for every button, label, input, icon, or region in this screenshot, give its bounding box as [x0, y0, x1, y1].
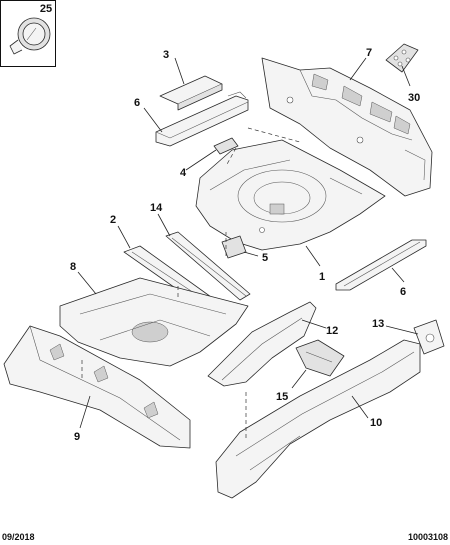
rear-floor-pan-part-1[interactable] — [195, 139, 386, 251]
callout-9: 9 — [74, 431, 80, 443]
callout-14: 14 — [150, 202, 163, 214]
clip-part-4[interactable] — [213, 137, 239, 155]
callout-3: 3 — [163, 49, 169, 61]
front-crossmember-part-9[interactable] — [3, 325, 191, 449]
callout-4: 4 — [180, 167, 187, 179]
side-member-part-12[interactable] — [207, 301, 317, 387]
inset-box-part-25: 25 — [0, 0, 56, 67]
central-floor-panel-part-8[interactable] — [59, 277, 249, 367]
leader-lines — [77, 57, 419, 429]
bracket-part-15[interactable] — [295, 339, 345, 377]
footer-date: 09/2018 — [2, 532, 35, 542]
callout-25: 25 — [40, 3, 52, 15]
callout-10: 10 — [370, 417, 382, 429]
callout-8: 8 — [70, 261, 76, 273]
callout-15: 15 — [276, 391, 288, 403]
grommet-part-30[interactable] — [385, 43, 419, 73]
callout-1: 1 — [319, 271, 325, 283]
callout-5: 5 — [262, 252, 268, 264]
callout-13: 13 — [372, 318, 384, 330]
callout-30: 30 — [408, 92, 420, 104]
plug-part-25[interactable] — [9, 17, 51, 55]
callout-6-upper: 6 — [134, 97, 140, 109]
callout-2: 2 — [110, 214, 116, 226]
callout-7: 7 — [366, 47, 372, 59]
callout-12: 12 — [326, 325, 338, 337]
side-rail-part-6-lower[interactable] — [335, 239, 427, 291]
long-side-rail-part-10[interactable] — [215, 339, 421, 499]
crossmember-part-6-upper[interactable] — [155, 91, 249, 147]
crossmember-part-14[interactable] — [165, 231, 251, 301]
callout-6-lower: 6 — [400, 286, 406, 298]
bracket-part-3[interactable] — [159, 75, 223, 111]
bracket-part-13[interactable] — [413, 319, 445, 355]
rear-panel-part-7[interactable] — [261, 57, 433, 197]
alignment-lines — [81, 127, 301, 440]
callouts: 3 6 4 7 30 2 14 5 1 6 8 9 12 13 15 10 — [70, 47, 420, 443]
footer-reference: 10003108 — [408, 532, 448, 542]
